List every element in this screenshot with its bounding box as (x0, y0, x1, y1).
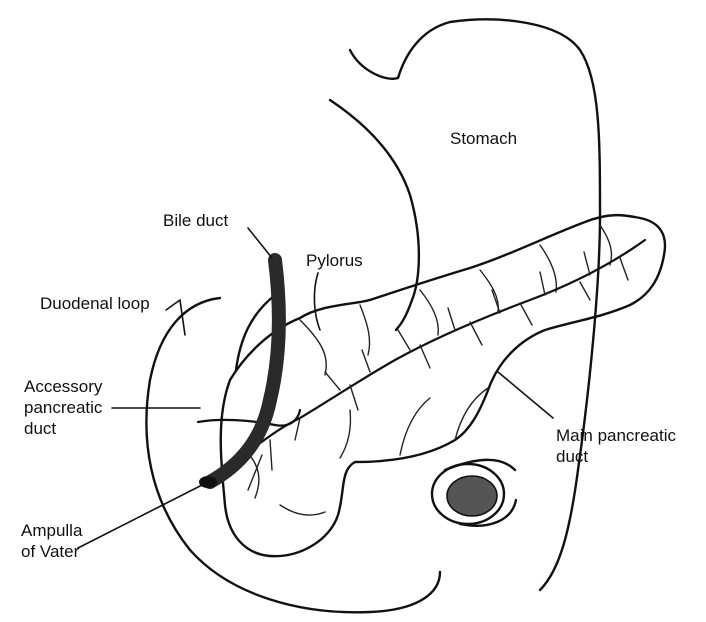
duodenal-loop-label: Duodenal loop (40, 293, 150, 314)
duct-branch (448, 308, 455, 330)
accessory-pancreatic-duct (198, 410, 300, 426)
stomach-label: Stomach (450, 128, 517, 149)
duodenal-loop-outline (146, 298, 440, 612)
pancreas-lobule-line (420, 290, 438, 335)
pancreas-lobule-line (340, 410, 351, 458)
pancreas-lobule-line (360, 305, 370, 355)
duct-branch (580, 282, 590, 300)
duct-branch (540, 272, 545, 295)
duct-branch (398, 330, 410, 350)
accessory-pancreatic-duct-label: Accessory pancreatic duct (24, 376, 102, 439)
duct-branch (270, 440, 272, 470)
duodenal-loop-inner (236, 295, 275, 370)
intestine-cut-end-inner (447, 476, 497, 516)
pancreas-lobule-line (280, 505, 325, 515)
pancreas-lobule-line (480, 270, 498, 312)
stomach-inner-curve (330, 100, 419, 330)
duct-branch (420, 345, 430, 368)
duct-branch (520, 303, 532, 325)
bile-duct-leader (248, 228, 272, 258)
duct-branch (584, 252, 590, 275)
duct-branch (325, 372, 340, 390)
ampulla-of-vater-label: Ampulla of Vater (21, 520, 82, 562)
pylorus-label: Pylorus (306, 250, 363, 271)
duct-branch (620, 258, 628, 280)
main-duct-leader (498, 372, 553, 418)
duct-branch (470, 322, 482, 345)
pylorus-leader (314, 273, 320, 330)
pancreas-lobule-line (600, 225, 612, 265)
ampulla-leader (78, 482, 208, 548)
bile-duct-label: Bile duct (163, 210, 228, 231)
duct-branch (492, 290, 500, 313)
main-pancreatic-duct-label: Main pancreatic duct (556, 425, 676, 467)
pancreas-lobule-line (300, 320, 326, 375)
duct-branch (248, 455, 262, 490)
pancreas-lobule-line (455, 388, 488, 440)
pancreas-lobule-line (400, 398, 430, 455)
duct-branch (350, 385, 358, 410)
